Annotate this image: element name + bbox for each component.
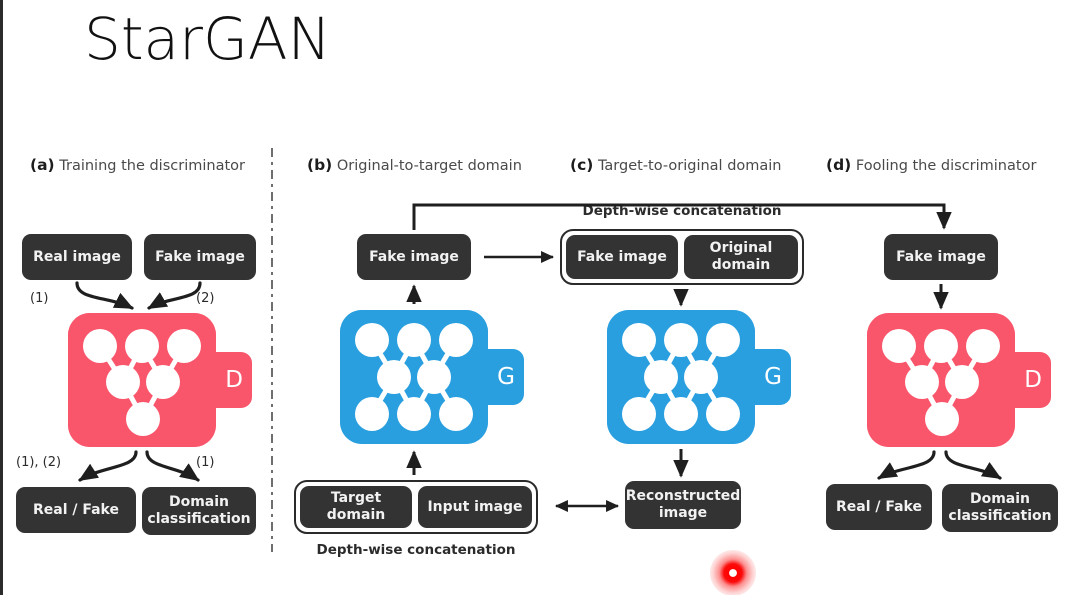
panel-d-caption-text: Fooling the discriminator [855, 158, 1037, 174]
panel-c-network-graph [622, 323, 740, 431]
panel-d-domain-classification-output-box[interactable]: Domain classification [942, 484, 1058, 532]
panel-a-network-graph [83, 329, 201, 436]
panel-a-real-image-box[interactable]: Real image [22, 234, 132, 280]
panel-d-caption: (d) Fooling the discriminator [826, 156, 1036, 174]
panel-a-domain-classification-output-box[interactable]: Domain classification [142, 487, 256, 535]
panel-b-target-domain-box[interactable]: Target domain [300, 486, 412, 528]
panel-a-arrow-d-to-real-fake [78, 450, 138, 482]
panel-d-arrow-d-to-domain [944, 450, 1002, 480]
panel-b-caption: (b) Original-to-target domain [307, 156, 522, 174]
page-title: StarGAN [84, 5, 331, 73]
panel-b-input-image-box[interactable]: Input image [418, 486, 532, 528]
panel-b-concat-label: Depth-wise concatenation [316, 542, 516, 558]
panel-c-caption: (c) Target-to-original domain [570, 156, 782, 174]
panel-d-tag: (d) [826, 156, 852, 174]
panel-a-arrow-fake-to-d [147, 281, 202, 310]
panel-a-out-step-1: (1) [196, 455, 215, 470]
panel-a-arrow-real-to-d [75, 281, 134, 310]
panel-d-arrow-d-to-real-fake [877, 450, 936, 480]
panel-d-real-fake-output-box[interactable]: Real / Fake [826, 484, 932, 530]
panel-c-tag: (c) [570, 156, 594, 174]
panel-a-arrow-d-to-domain [145, 450, 200, 482]
panel-b-caption-text: Original-to-target domain [336, 158, 522, 174]
panel-c-fake-image-box[interactable]: Fake image [566, 235, 678, 279]
panel-b-generator-network[interactable]: G [340, 310, 524, 444]
panel-a-caption: (a) Training the discriminator [30, 156, 245, 174]
panel-divider [271, 148, 273, 552]
panel-a-discriminator-network[interactable]: D [68, 313, 252, 447]
panel-b-network-graph [355, 323, 473, 431]
panel-d-network-graph [882, 329, 1000, 436]
panel-c-generator-network[interactable]: G [607, 310, 791, 444]
panel-c-concat-label: Depth-wise concatenation [582, 203, 782, 219]
panel-c-reconstructed-image-box[interactable]: Reconstructed image [625, 481, 741, 529]
panel-c-original-domain-box[interactable]: Original domain [684, 235, 798, 279]
panel-d-fake-image-box[interactable]: Fake image [884, 234, 998, 280]
panel-a-real-fake-output-box[interactable]: Real / Fake [16, 487, 136, 533]
panel-a-out-step-12: (1), (2) [16, 455, 62, 470]
laser-pointer-cursor [710, 550, 756, 595]
panel-b-fake-image-box[interactable]: Fake image [357, 234, 471, 280]
panel-a-caption-text: Training the discriminator [59, 158, 245, 174]
panel-b-tag: (b) [307, 156, 333, 174]
left-edge-rule [0, 0, 3, 595]
panel-a-fake-image-box[interactable]: Fake image [144, 234, 256, 280]
panel-c-caption-text: Target-to-original domain [597, 158, 782, 174]
panel-d-discriminator-network[interactable]: D [867, 313, 1051, 447]
panel-a-step-2: (2) [196, 291, 215, 306]
panel-a-tag: (a) [30, 156, 55, 174]
panel-a-step-1: (1) [30, 291, 49, 306]
